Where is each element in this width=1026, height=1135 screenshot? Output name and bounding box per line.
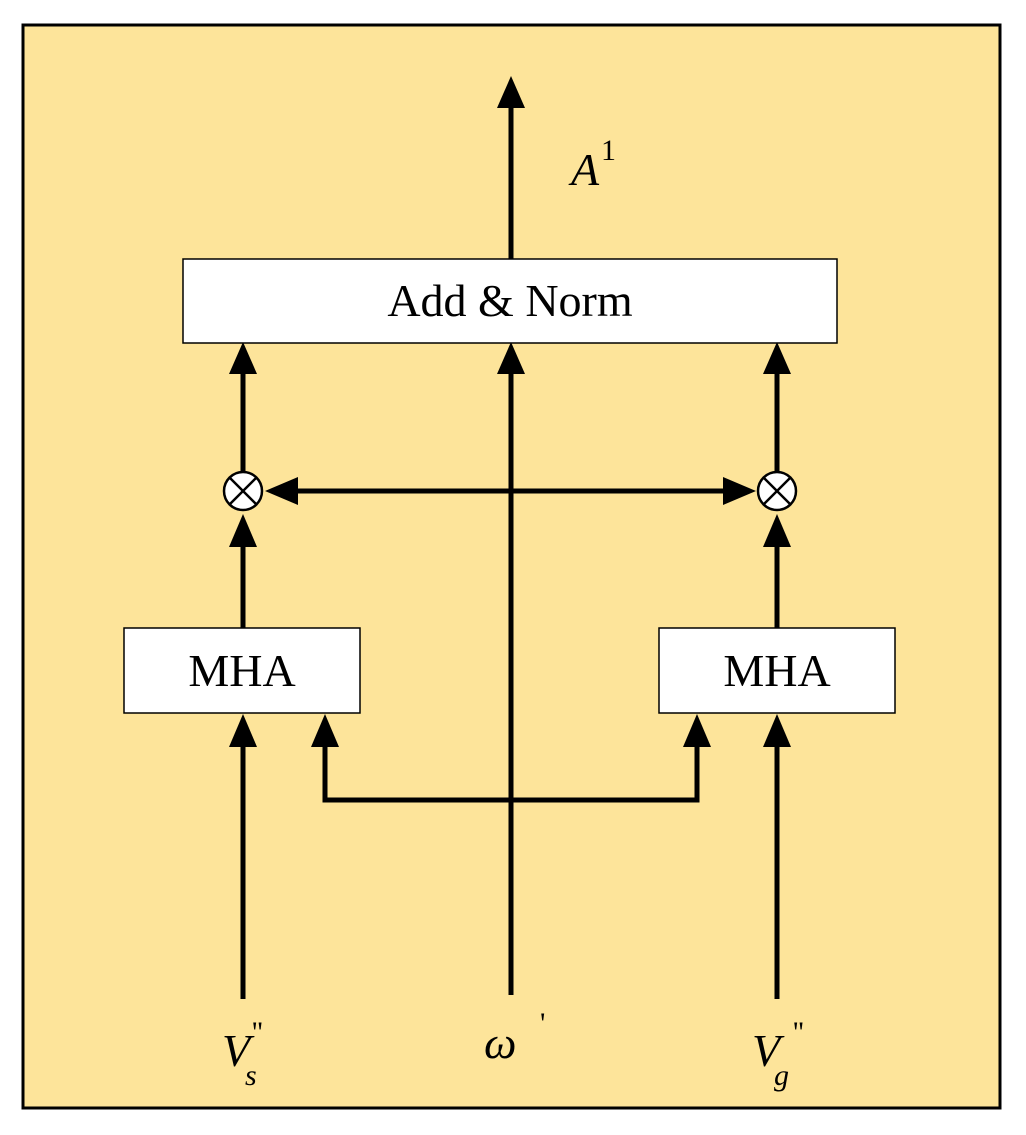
arrowhead-bracket-right: [683, 714, 711, 747]
input-right-base: V: [752, 1025, 785, 1076]
arrowhead-center-into-addnorm: [497, 342, 525, 374]
input-center-label: ω ': [484, 1007, 545, 1068]
arrowhead-mha-left-up: [229, 514, 257, 547]
mha-left-box: [123, 627, 361, 714]
output-label-sup: 1: [601, 134, 616, 167]
arrowhead-cross-left: [265, 477, 298, 505]
arrowhead-output: [497, 76, 525, 108]
input-left-base: V: [222, 1025, 255, 1076]
mha-left-label: MHA: [188, 645, 295, 696]
input-right-sub: g: [774, 1059, 789, 1092]
input-center-base: ω: [484, 1017, 516, 1068]
multiply-left-operator: [222, 470, 264, 512]
add-norm-box: [182, 258, 838, 344]
shared-input-bracket: [322, 745, 700, 803]
input-left-label: V s '': [222, 1016, 263, 1092]
arrowhead-bracket-left: [311, 714, 339, 747]
arrowhead-mha-right-up: [763, 514, 791, 547]
arrowhead-left-input: [229, 714, 257, 747]
input-right-label: V g '': [752, 1016, 804, 1092]
arrowhead-left-into-addnorm: [229, 342, 257, 374]
input-center-sup: ': [540, 1007, 545, 1040]
arrowhead-cross-right: [723, 477, 756, 505]
input-right-sup: '': [793, 1016, 804, 1049]
output-label: A 1: [568, 134, 616, 195]
mha-right-label: MHA: [723, 645, 830, 696]
multiply-right-operator: [756, 470, 798, 512]
input-left-sup: '': [252, 1016, 263, 1049]
arrowhead-right-input: [763, 714, 791, 747]
mha-right-box: [658, 627, 896, 714]
add-norm-label: Add & Norm: [387, 275, 633, 326]
input-left-sub: s: [245, 1059, 257, 1092]
arrowhead-right-into-addnorm: [763, 342, 791, 374]
output-label-base: A: [568, 144, 600, 195]
